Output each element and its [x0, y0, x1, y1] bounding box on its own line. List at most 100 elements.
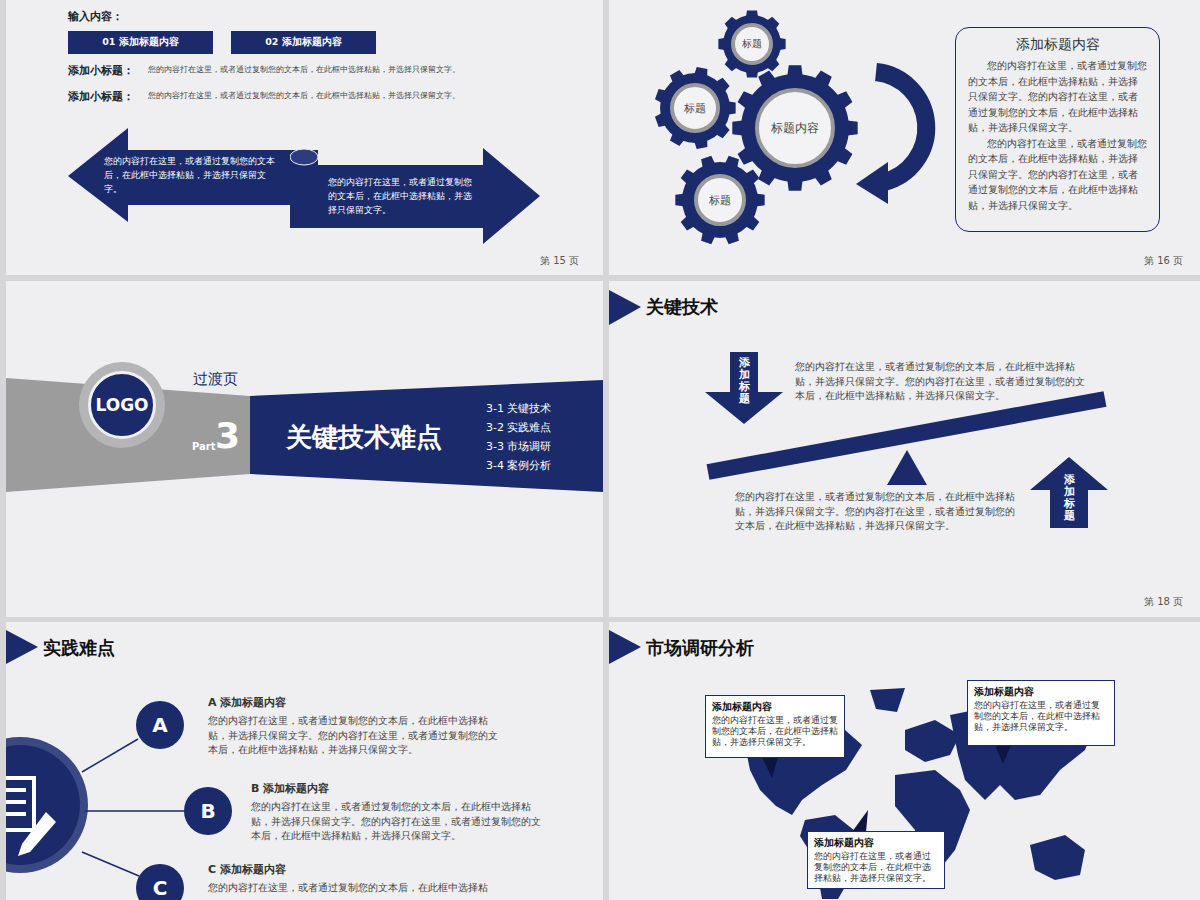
heading-text: 市场调研分析 [646, 637, 754, 659]
letter-circle: B [184, 787, 232, 835]
gear-label: 标题 [670, 83, 720, 133]
gear-body [723, 15, 781, 73]
box-text: B [200, 799, 215, 823]
body-text: 您的内容打在这里，或者通过复制您的文本后，在此框中选择粘贴，并选择只保留文字。 [148, 65, 460, 75]
text-wrap: 01 添加标题内容 [102, 36, 179, 49]
callout-pointer [852, 810, 868, 832]
slide-panel [6, 281, 603, 617]
callout-pointer [762, 757, 778, 778]
shape-fill [1030, 457, 1108, 528]
pencil-icon [18, 812, 56, 856]
box-heading: 添加标题内容 [974, 685, 1108, 699]
letter-circle: A [136, 701, 184, 749]
box-text: C [153, 876, 168, 900]
box-text: 添加标题 [1064, 474, 1075, 522]
box-text: 您的内容打在这里，或者通过复制您的文本后，在此框中选择粘贴，并选择只保留文字。您… [968, 136, 1147, 214]
gear-label: 标题 [731, 23, 773, 65]
slide-panel [6, 622, 603, 900]
slide-panel [609, 622, 1200, 900]
box-text: LOGO [95, 395, 148, 415]
document-line [6, 800, 26, 804]
letter-circle: C [136, 864, 184, 900]
heading-text: C 添加标题内容 [208, 863, 286, 876]
gear-body [660, 73, 730, 143]
document-icon [6, 778, 34, 830]
text-wrap: B [200, 799, 215, 823]
up-arrow: 添加标题 [1030, 457, 1108, 528]
document-line [6, 812, 26, 816]
text-wrap: 标题内容 [771, 120, 819, 137]
box-heading: 添加标题内容 [968, 36, 1147, 54]
heading-text: 关键技术 [646, 296, 718, 318]
icon-circle [6, 745, 80, 865]
box-text: 标题内容 [771, 120, 819, 137]
box-text: A [152, 713, 167, 737]
body-text: 第 15 页 [540, 255, 579, 267]
gear-teeth [655, 67, 736, 149]
shape-fill [250, 380, 603, 492]
arrow-head [856, 162, 888, 204]
body-text: 过渡页 [193, 370, 238, 388]
band-title: 关键技术难点 [286, 420, 442, 455]
box-text: 您的内容打在这里，或者通过复制您的文本后，在此框中选择粘贴，并选择只保留文字。 [712, 715, 838, 748]
box-text: 您的内容打在这里，或者通过复制您的文本后，在此框中选择粘贴，并选择只保留文字。您… [968, 58, 1147, 136]
shape-fill [68, 128, 318, 222]
text-wrap: 您的内容打在这里，或者通过复制您的文本后，在此框中选择粘贴，并选择只保留文字。 [328, 175, 480, 217]
box-text: 标题 [684, 101, 706, 116]
document-line [6, 788, 26, 792]
heading-text: A 添加标题内容 [208, 696, 286, 709]
box-text: 您的内容打在这里，或者通过复制您的文本后，在此框中选择粘贴，并选择只保留文字。 [814, 851, 938, 884]
body-text: 第 18 页 [1144, 596, 1183, 608]
shape-fill [290, 148, 540, 244]
text-wrap: 添加标题 [739, 357, 750, 405]
body-text: 您的内容打在这里，或者通过复制您的文本后，在此框中选择粘贴，并选择只保留文字。您… [795, 360, 1085, 404]
text-wrap: 02 添加标题内容 [265, 36, 342, 49]
icon-group [6, 737, 88, 873]
text-wrap: 标题 [709, 193, 731, 208]
map-callout: 添加标题内容您的内容打在这里，或者通过复制您的文本后，在此框中选择粘贴，并选择只… [967, 680, 1115, 746]
box-heading: 添加标题内容 [814, 836, 938, 850]
list-item: 3-3 市场调研 [486, 437, 551, 456]
heading-text: 3 [215, 414, 240, 457]
box-text: 添加标题 [739, 357, 750, 405]
box-text: 您的内容打在这里，或者通过复制您的文本后，在此框中选择粘贴，并选择只保留文字。 [974, 700, 1108, 733]
heading-text: 添加小标题： [68, 64, 134, 77]
right-arrow: 您的内容打在这里，或者通过复制您的文本后，在此框中选择粘贴，并选择只保留文字。 [290, 148, 540, 244]
slide-panel [609, 281, 1200, 617]
left-arrow: 您的内容打在这里，或者通过复制您的文本后，在此框中选择粘贴，并选择只保留文字。 [68, 128, 318, 222]
text-wrap: 您的内容打在这里，或者通过复制您的文本后，在此框中选择粘贴，并选择只保留文字。 [104, 154, 276, 196]
text-wrap: 标题 [742, 37, 762, 51]
body-text: 您的内容打在这里，或者通过复制您的文本后，在此框中选择粘贴，并选择只保留文字。您… [735, 490, 1020, 534]
box-text: 您的内容打在这里，或者通过复制您的文本后，在此框中选择粘贴，并选择只保留文字。 [328, 175, 480, 217]
icon-ring [6, 737, 88, 873]
part-list: 3-1 关键技术3-2 实践难点3-3 市场调研3-4 案例分析 [486, 399, 551, 475]
text-wrap: 标题 [684, 101, 706, 116]
shape-fill [705, 352, 783, 424]
heading-text: 实践难点 [43, 637, 115, 659]
map-callout: 添加标题内容您的内容打在这里，或者通过复制您的文本后，在此框中选择粘贴，并选择只… [807, 831, 945, 889]
fulcrum [887, 450, 927, 485]
text-wrap: 添加标题 [1064, 474, 1075, 522]
continent [1030, 835, 1085, 880]
title-tag: 01 添加标题内容 [68, 31, 213, 54]
callout-pointer [995, 745, 1011, 764]
text-wrap: A [152, 713, 167, 737]
heading-text: 输入内容： [68, 10, 123, 23]
gear-teeth [675, 156, 764, 244]
gear-body [741, 74, 849, 182]
gear-body [682, 162, 758, 238]
ribbon-curl [290, 149, 318, 165]
continent [905, 720, 960, 762]
title-band: 关键技术难点 3-1 关键技术3-2 实践难点3-3 市场调研3-4 案例分析 [250, 378, 603, 492]
text-panel: 添加标题内容您的内容打在这里，或者通过复制您的文本后，在此框中选择粘贴，并选择只… [955, 27, 1160, 232]
down-arrow: 添加标题 [705, 352, 783, 424]
list-item: 3-2 实践难点 [486, 418, 551, 437]
body-text: 您的内容打在这里，或者通过复制您的文本后，在此框中选择粘贴，并选择只保留文字。您… [208, 714, 503, 758]
heading-text: 添加小标题： [68, 90, 134, 103]
list-item: 3-1 关键技术 [486, 399, 551, 418]
body-text: 您的内容打在这里，或者通过复制您的文本后，在此框中选择粘贴，并选择只保留文字。您… [251, 800, 546, 844]
slide-panel [609, 0, 1200, 275]
map-callout: 添加标题内容您的内容打在这里，或者通过复制您的文本后，在此框中选择粘贴，并选择只… [705, 695, 845, 758]
box-text: 02 添加标题内容 [265, 36, 342, 49]
